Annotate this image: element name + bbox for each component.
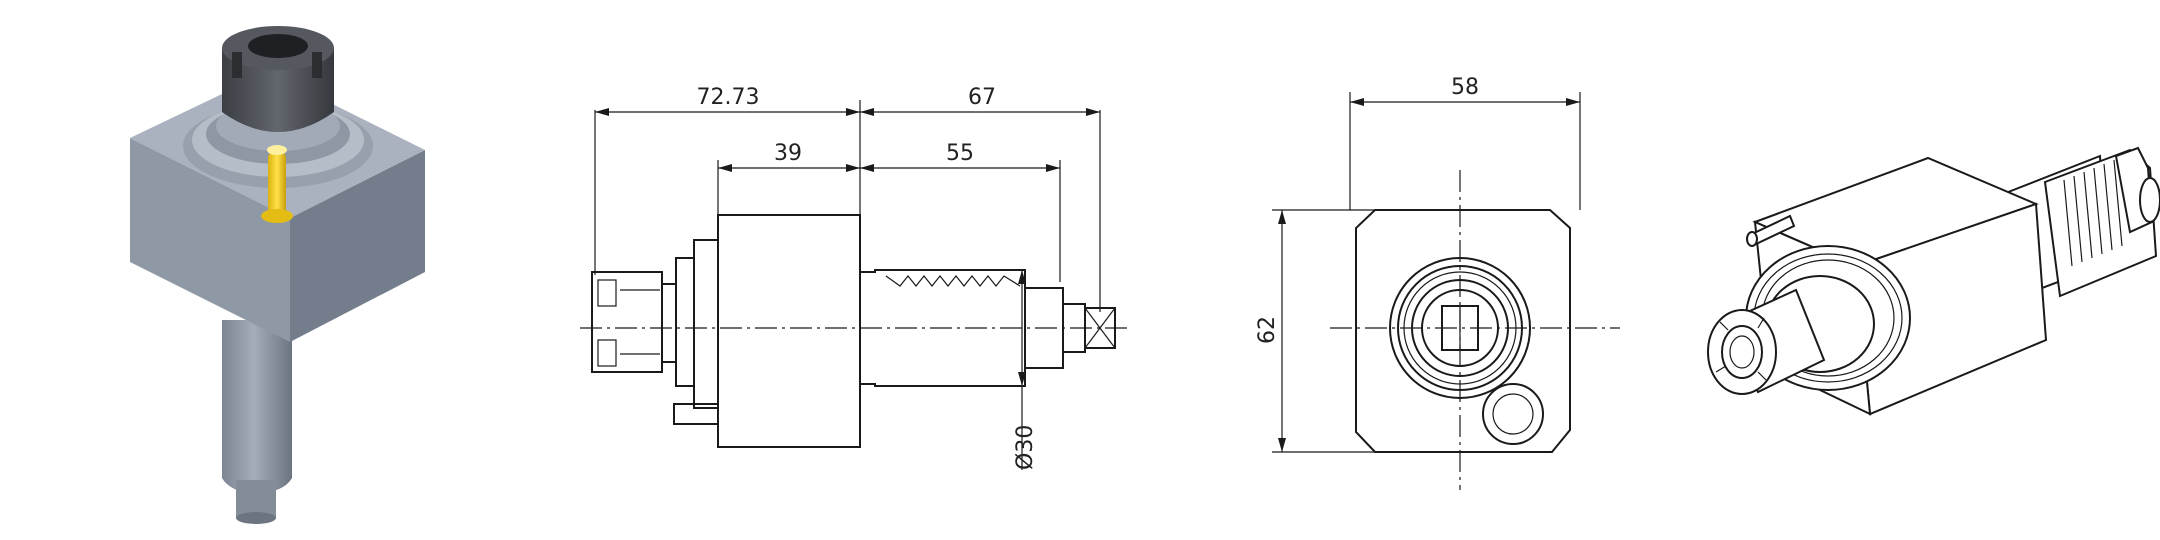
dim-67-label: 67 xyxy=(968,85,996,110)
coolant-pin xyxy=(268,152,286,214)
shank xyxy=(222,320,292,494)
side-view-svg: 72.73 67 39 55 xyxy=(580,85,1130,470)
block-side-face xyxy=(290,150,425,342)
collet-nut xyxy=(222,48,334,132)
rendered-tool-holder xyxy=(0,0,520,540)
side-view-drawing: 72.73 67 39 55 xyxy=(520,0,1160,540)
dim-58-label: 58 xyxy=(1451,75,1479,100)
block-front-face xyxy=(130,138,290,342)
side-shank xyxy=(859,269,1026,387)
front-body xyxy=(1355,209,1571,453)
side-body xyxy=(717,214,861,448)
front-coolant-hole xyxy=(1482,383,1544,445)
dim-39-label: 39 xyxy=(774,141,802,166)
dim-55-label: 55 xyxy=(946,141,974,166)
rendered-tool-holder-svg xyxy=(130,26,425,524)
side-collet xyxy=(591,271,663,373)
dim-62-label: 62 xyxy=(1255,316,1280,344)
dim-diameter-label: Ø30 xyxy=(1013,425,1038,470)
front-view-drawing: 58 62 xyxy=(1160,0,1660,540)
shank-tip xyxy=(236,480,276,523)
isometric-drawing xyxy=(1660,0,2160,540)
dim-72-73-label: 72.73 xyxy=(697,85,760,110)
front-view-svg: 58 62 xyxy=(1255,75,1620,490)
isometric-svg xyxy=(1707,146,2160,416)
